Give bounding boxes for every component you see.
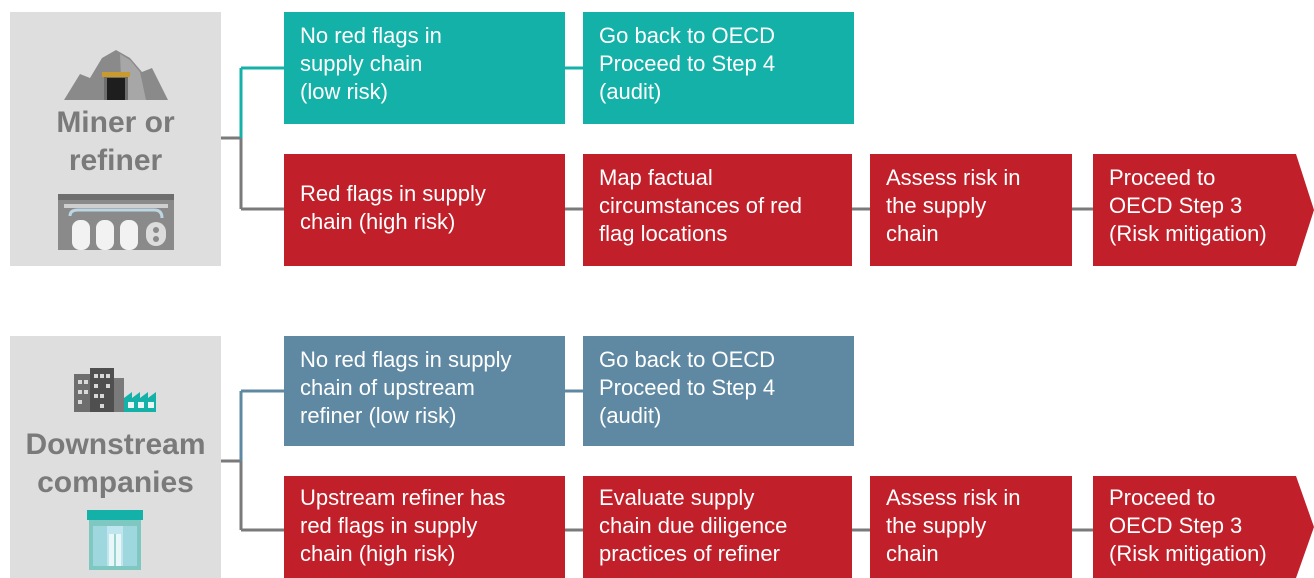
flow-box-go-back-oecd-2: Go back to OECD Proceed to Step 4 (audit… <box>583 336 854 446</box>
panel-label-downstream: Downstream companies <box>10 426 221 502</box>
box-text-line: (Risk mitigation) <box>1109 541 1267 566</box>
refinery-icon <box>58 194 174 250</box>
storefront-icon <box>87 510 143 570</box>
flow-box-proceed-step3-1: Proceed to OECD Step 3 (Risk mitigation) <box>1093 154 1314 266</box>
box-text-line: the supply <box>886 513 987 538</box>
box-text-line: practices of refiner <box>599 541 780 566</box>
panel-label-line: Downstream <box>25 428 206 461</box>
box-text-line: (audit) <box>599 403 662 428</box>
flow-box-map-circumstances: Map factual circumstances of red flag lo… <box>583 154 852 266</box>
box-text-line: Assess risk in <box>886 485 1021 510</box>
flow-box-evaluate-due-diligence: Evaluate supply chain due diligence prac… <box>583 476 852 578</box>
box-text-line: Proceed to Step 4 <box>599 375 776 400</box>
downstream-companies-panel: Downstream companies <box>10 336 221 578</box>
flow-box-no-red-flags-1: No red flags in supply chain (low risk) <box>284 12 565 124</box>
box-text-line: chain <box>886 541 939 566</box>
box-text-line: chain due diligence <box>599 513 788 538</box>
box-text-line: No red flags in supply <box>300 347 512 372</box>
panel-label-line: companies <box>37 466 194 499</box>
miner-refiner-panel: Miner or refiner <box>10 12 221 266</box>
box-text-line: Proceed to <box>1109 165 1216 190</box>
panel-label-line: Miner or <box>56 106 175 139</box>
box-text-line: chain <box>886 221 939 246</box>
box-text-line: (low risk) <box>300 79 388 104</box>
buildings-icon <box>74 368 156 412</box>
box-text-line: red flags in supply <box>300 513 478 538</box>
mine-icon <box>64 50 168 100</box>
box-text-line: chain (high risk) <box>300 541 456 566</box>
box-text-line: refiner (low risk) <box>300 403 457 428</box>
box-text-line: OECD Step 3 <box>1109 513 1243 538</box>
box-text-line: (Risk mitigation) <box>1109 221 1267 246</box>
box-text-line: Assess risk in <box>886 165 1021 190</box>
box-text-line: Red flags in supply <box>300 181 486 206</box>
box-text-line: the supply <box>886 193 987 218</box>
flow-box-proceed-step3-2: Proceed to OECD Step 3 (Risk mitigation) <box>1093 476 1314 578</box>
box-text-line: Proceed to <box>1109 485 1216 510</box>
flow-box-assess-risk-2: Assess risk in the supply chain <box>870 476 1072 578</box>
box-text-line: chain of upstream <box>300 375 475 400</box>
box-text-line: (audit) <box>599 79 662 104</box>
box-text-line: circumstances of red <box>599 193 802 218</box>
box-text-line: OECD Step 3 <box>1109 193 1243 218</box>
box-text-line: Proceed to Step 4 <box>599 51 776 76</box>
box-text-line: flag locations <box>599 221 728 246</box>
box-text-line: Go back to OECD <box>599 23 776 48</box>
flow-box-assess-risk-1: Assess risk in the supply chain <box>870 154 1072 266</box>
panel-label-line: refiner <box>68 144 163 177</box>
flow-box-go-back-oecd-1: Go back to OECD Proceed to Step 4 (audit… <box>583 12 854 124</box>
flow-box-no-red-flags-2: No red flags in supply chain of upstream… <box>284 336 565 446</box>
box-text-line: No red flags in <box>300 23 442 48</box>
panel-label-miner-refiner: Miner or refiner <box>10 104 221 180</box>
box-text-line: supply chain <box>300 51 423 76</box>
flow-box-red-flags-1: Red flags in supply chain (high risk) <box>284 154 565 266</box>
flow-box-upstream-red-flags: Upstream refiner has red flags in supply… <box>284 476 565 578</box>
box-text-line: Upstream refiner has <box>300 485 506 510</box>
box-text-line: chain (high risk) <box>300 209 456 234</box>
box-text-line: Go back to OECD <box>599 347 776 372</box>
box-text-line: Map factual <box>599 165 713 190</box>
box-text-line: Evaluate supply <box>599 485 755 510</box>
